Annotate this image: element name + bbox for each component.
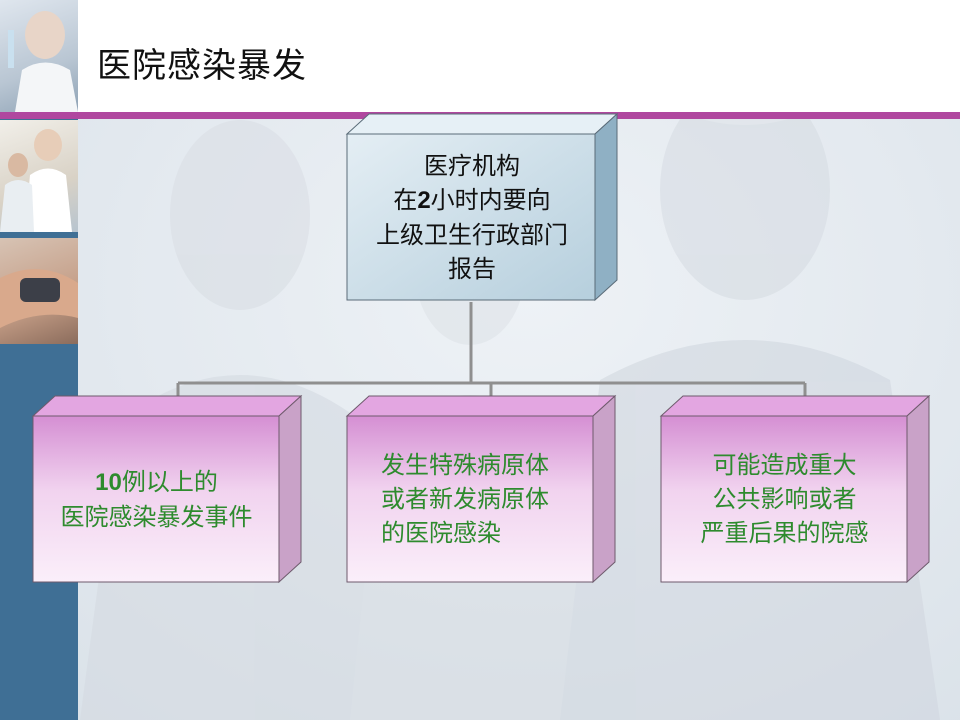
child-2-line-1: 发生特殊病原体 [381,451,549,479]
child-2-line-2: 或者新发病原体 [381,485,549,513]
page-title: 医院感染暴发 [97,46,307,86]
root-node-box [345,112,619,302]
connector-lines [176,302,807,396]
child-node-text-3: 可能造成重大 公共影响或者 严重后果的院感 [661,416,908,582]
child-3-line-1: 可能造成重大 [712,451,857,479]
child-node-box-3 [659,394,931,584]
child-1-line-2: 医院感染暴发事件 [60,502,253,531]
child-3-line-2: 公共影响或者 [712,485,857,513]
child-node-box-2 [345,394,617,584]
photo-doctor-with-vial [0,0,78,112]
photo-medical-staff [0,120,78,232]
child-node-box-1 [31,394,303,584]
child-2-line-3: 的医院感染 [381,519,501,547]
root-line-2-number: 2 [417,186,431,214]
title-area [78,0,960,112]
child-1-number: 10 [95,468,122,496]
photo-blood-pressure-check [0,238,78,344]
child-node-text-2: 发生特殊病原体 或者新发病原体 的医院感染 [347,416,594,582]
root-node-text: 医疗机构 在2小时内要向 上级卫生行政部门 报告 [347,134,597,300]
root-line-1: 医疗机构 [424,151,520,180]
root-line-2a: 在 [393,185,418,214]
root-line-2: 在2小时内要向 [376,183,568,218]
child-3-line-3: 严重后果的院感 [700,519,869,547]
root-line-2b: 小时内要向 [430,185,551,214]
root-line-4: 报告 [448,254,496,283]
root-line-3: 上级卫生行政部门 [376,220,568,249]
child-node-text-1: 10例以上的 医院感染暴发事件 [33,416,280,582]
child-1-line-1: 10例以上的 [61,465,253,500]
left-photo-strip [0,0,78,720]
child-1-line-1-text: 例以上的 [121,467,218,496]
